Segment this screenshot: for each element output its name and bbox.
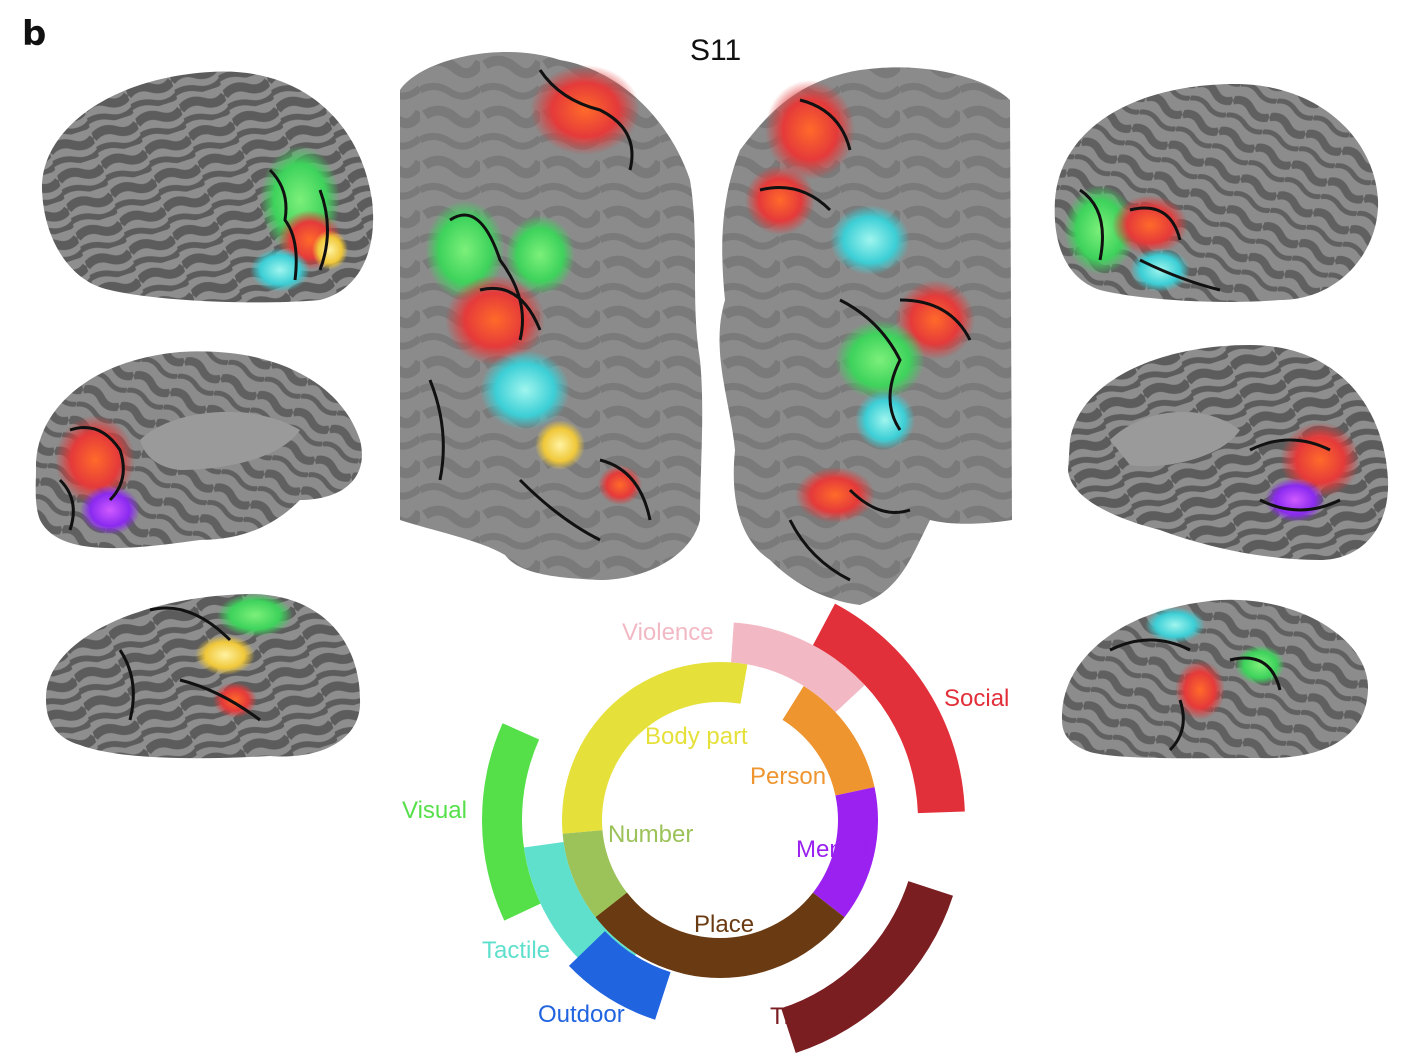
person-arc <box>782 686 875 796</box>
body-part-arc <box>562 662 748 834</box>
panel-label: b <box>22 14 47 54</box>
time-label: Time <box>770 1003 822 1030</box>
visual-arc <box>482 723 541 921</box>
right-medial-surface <box>1068 345 1389 560</box>
tactile-label: Tactile <box>482 937 550 964</box>
outdoor-label: Outdoor <box>538 1001 625 1028</box>
person-label: Person <box>750 763 826 790</box>
left-lateral-surface <box>41 71 374 303</box>
number-label: Number <box>608 821 693 848</box>
body-part-label: Body part <box>645 723 748 750</box>
left-flatmap <box>400 51 703 580</box>
violence-label: Violence <box>622 619 714 646</box>
place-arc <box>595 892 845 978</box>
visual-label: Visual <box>402 797 467 824</box>
subject-title: S11 <box>690 34 742 67</box>
right-ventral-surface <box>1061 599 1369 759</box>
place-label: Place <box>694 911 754 938</box>
mental-label: Mental <box>796 836 868 863</box>
social-arc <box>812 603 965 814</box>
right-flatmap <box>719 67 1012 605</box>
left-ventral-surface <box>45 593 361 759</box>
time-arc <box>781 881 954 1054</box>
violence-arc <box>731 622 865 713</box>
right-lateral-surface <box>1054 83 1379 302</box>
social-label: Social <box>944 685 1009 712</box>
outdoor-arc <box>568 931 671 1020</box>
mental-arc <box>812 787 878 918</box>
left-medial-surface <box>35 351 362 549</box>
